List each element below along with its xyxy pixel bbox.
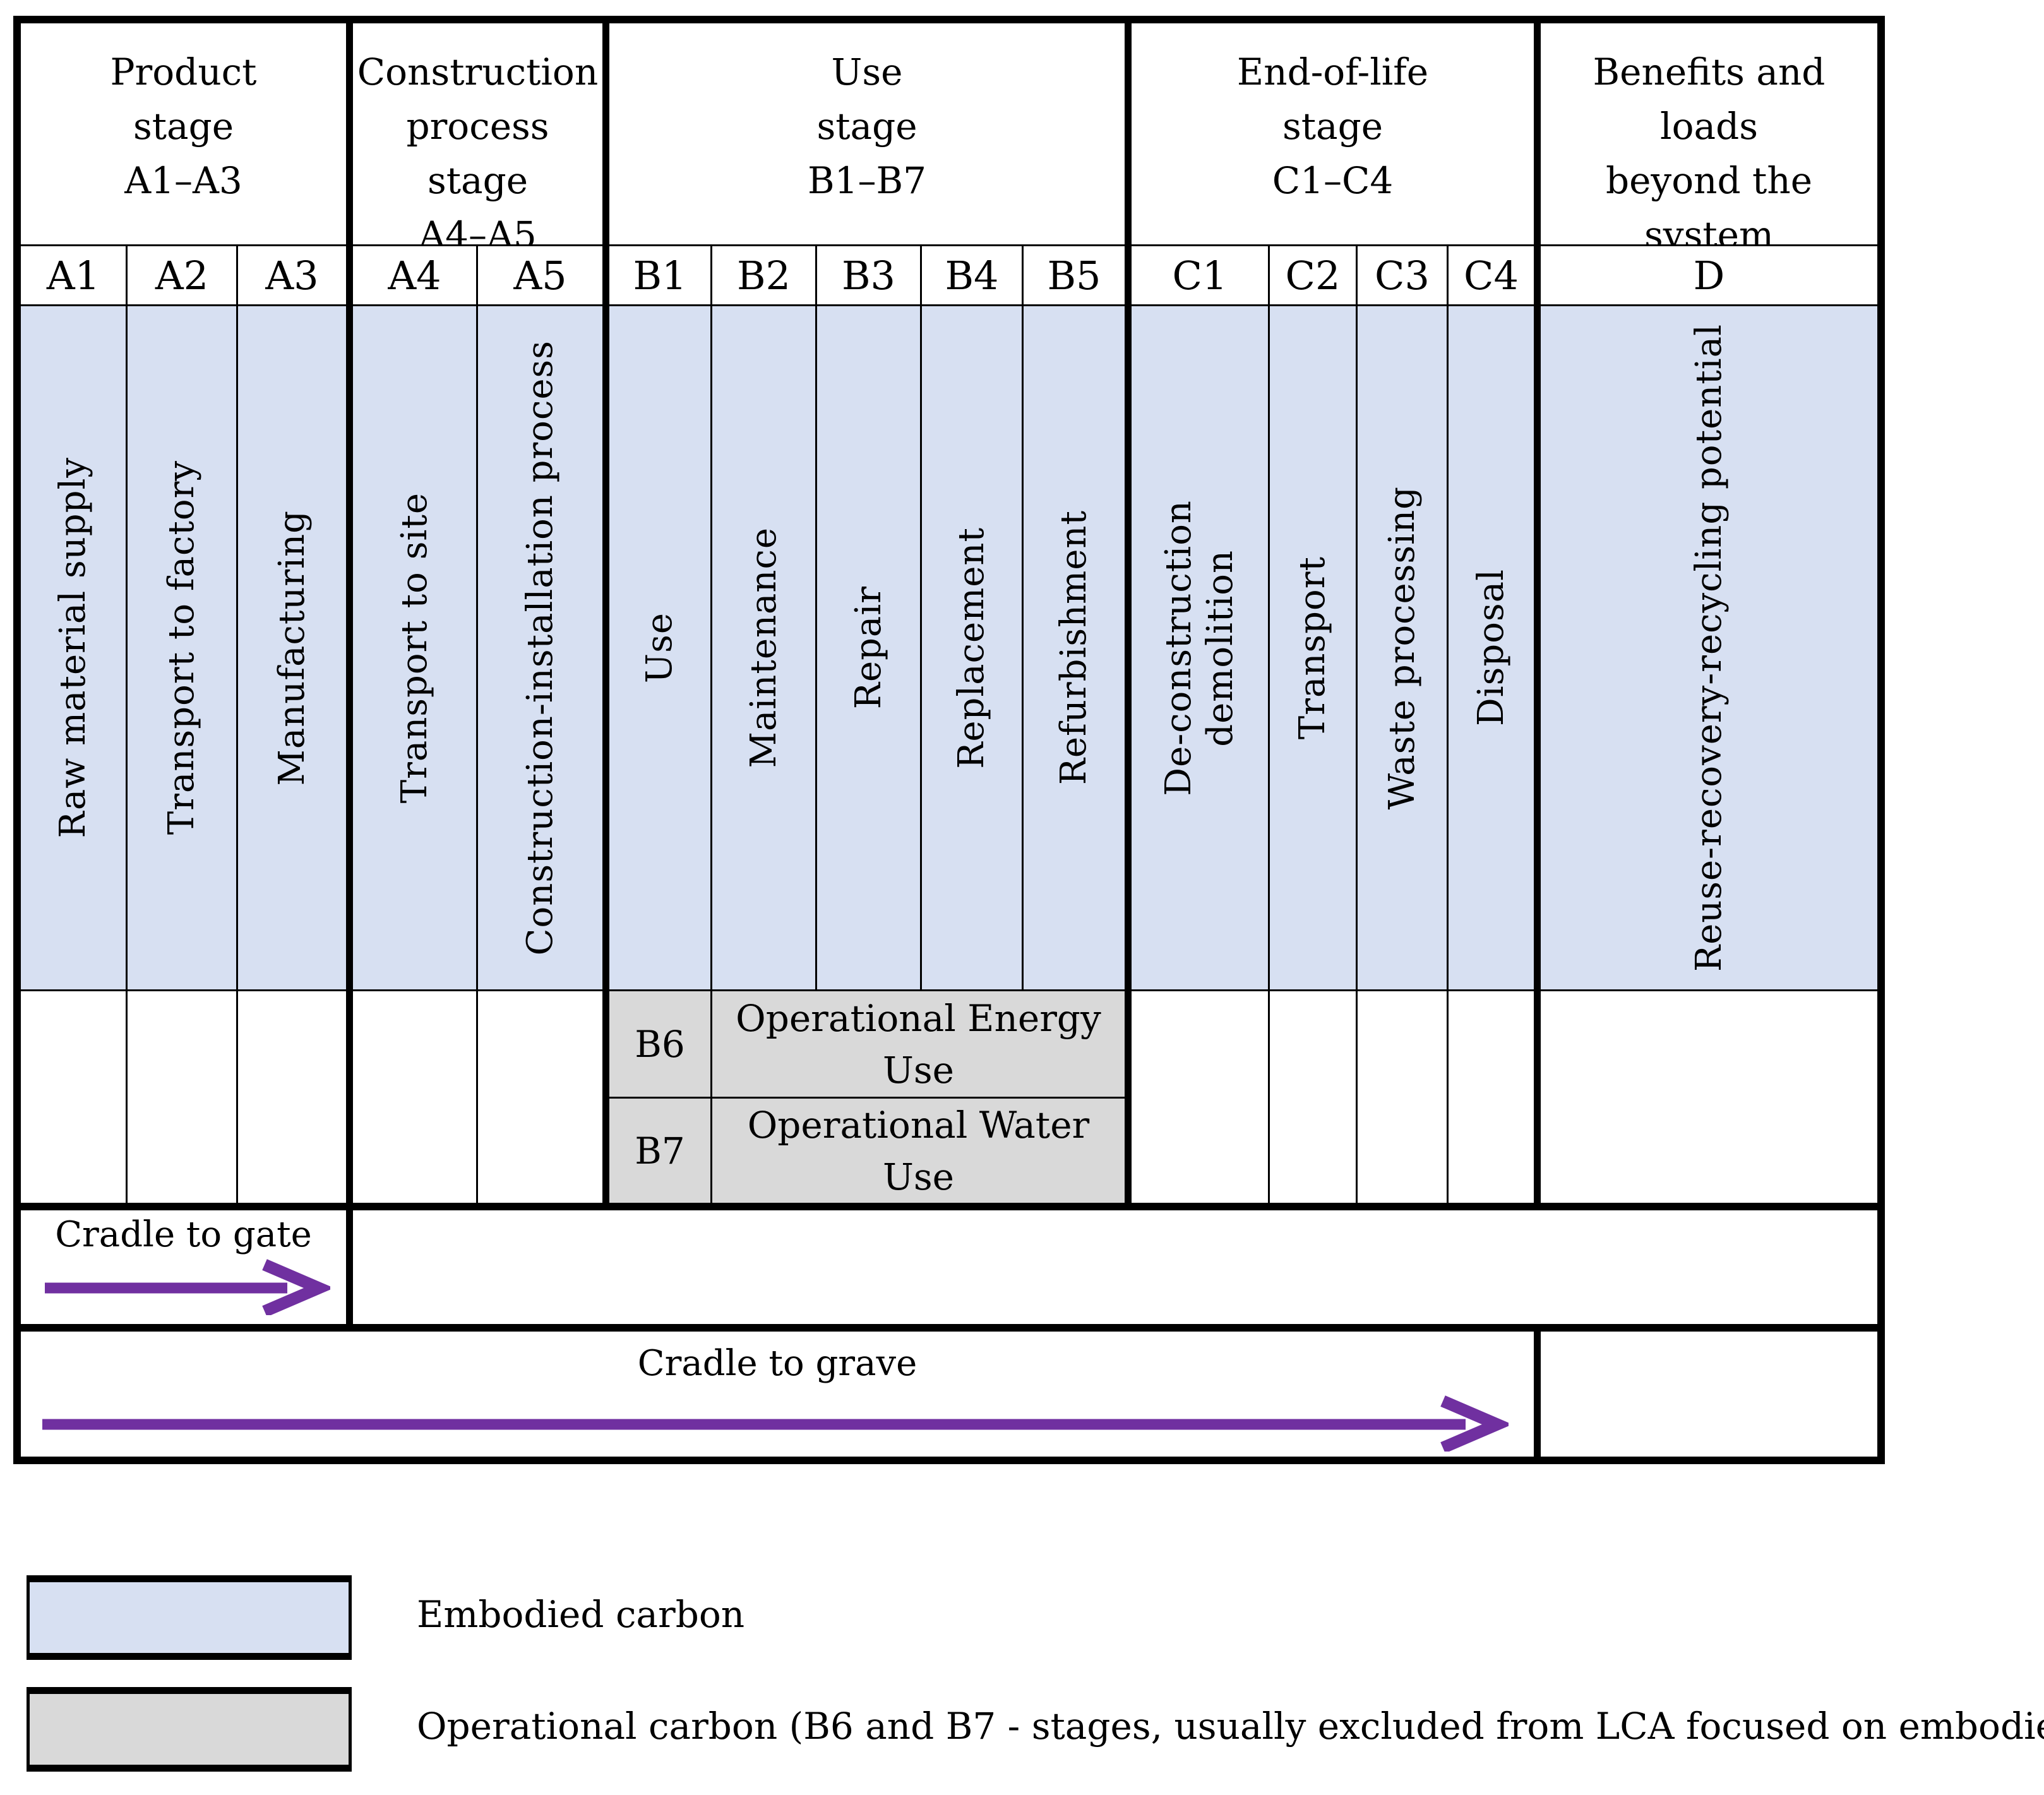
stage-code-d: D bbox=[1541, 246, 1877, 304]
stage-code-c3: C3 bbox=[1358, 246, 1447, 304]
stage-code-a1: A1 bbox=[21, 246, 126, 304]
empty-cell-a5 bbox=[478, 991, 602, 1203]
empty-cell-d bbox=[1541, 991, 1877, 1203]
legend-label-embodied: Embodied carbon bbox=[417, 1593, 745, 1636]
stage-label-a3: Manufacturing bbox=[271, 510, 313, 786]
stage-label-a4: Transport to site bbox=[393, 492, 435, 804]
cradle-to-grave-arrow-icon bbox=[42, 1395, 1509, 1452]
stage-cell-refurbishment: Refurbishment bbox=[1024, 306, 1125, 989]
stage-cell-use: Use bbox=[609, 306, 710, 989]
operational-row-b6-code: B6 bbox=[609, 991, 710, 1097]
stage-cell-transport-to-site: Transport to site bbox=[353, 306, 476, 989]
cradle-to-gate-span-cell bbox=[353, 1210, 1877, 1324]
lca-stages-table: Product stage A1–A3 Construction process… bbox=[13, 16, 1885, 1464]
stage-code-a2: A2 bbox=[128, 246, 236, 304]
stage-cell-maintenance: Maintenance bbox=[712, 306, 815, 989]
stage-label-b5: Refurbishment bbox=[1053, 510, 1094, 785]
empty-cell-c3 bbox=[1358, 991, 1447, 1203]
stage-label-c4: Disposal bbox=[1470, 569, 1512, 727]
stage-label-c1: De-construction demolition bbox=[1158, 499, 1241, 796]
operational-row-b7-code: B7 bbox=[609, 1099, 710, 1203]
empty-cell-c4 bbox=[1449, 991, 1534, 1203]
stage-code-b2: B2 bbox=[712, 246, 815, 304]
stage-label-b3: Repair bbox=[847, 586, 889, 710]
operational-row-b6-label: Operational Energy Use bbox=[712, 991, 1125, 1097]
cradle-to-gate-cell: Cradle to gate bbox=[21, 1210, 346, 1324]
stage-code-a3: A3 bbox=[238, 246, 346, 304]
stage-code-b3: B3 bbox=[817, 246, 920, 304]
stage-code-b4: B4 bbox=[922, 246, 1022, 304]
group-header-product-stage: Product stage A1–A3 bbox=[21, 23, 346, 244]
stage-code-c2: C2 bbox=[1270, 246, 1356, 304]
stage-cell-deconstruction-demolition: De-construction demolition bbox=[1132, 306, 1268, 989]
stage-cell-raw-material-supply: Raw material supply bbox=[21, 306, 126, 989]
stage-label-b4: Replacement bbox=[951, 527, 992, 769]
stage-label-c3: Waste processing bbox=[1381, 486, 1423, 810]
stage-cell-waste-processing: Waste processing bbox=[1358, 306, 1447, 989]
stage-label-a2: Transport to factory bbox=[161, 460, 202, 835]
stage-label-a1: Raw material supply bbox=[52, 457, 93, 838]
empty-cell-c1 bbox=[1132, 991, 1268, 1203]
stage-cell-repair: Repair bbox=[817, 306, 920, 989]
group-header-end-of-life-stage: End-of-life stage C1–C4 bbox=[1132, 23, 1534, 244]
stage-code-c4: C4 bbox=[1449, 246, 1534, 304]
empty-cell-a1 bbox=[21, 991, 126, 1203]
empty-cell-a3 bbox=[238, 991, 346, 1203]
stage-code-b1: B1 bbox=[609, 246, 710, 304]
stage-cell-transport: Transport bbox=[1270, 306, 1356, 989]
stage-cell-manufacturing: Manufacturing bbox=[238, 306, 346, 989]
cradle-to-grave-cell: Cradle to grave bbox=[21, 1332, 1534, 1457]
stage-cell-transport-to-factory: Transport to factory bbox=[128, 306, 236, 989]
stage-cell-construction-installation: Construction-installation process bbox=[478, 306, 602, 989]
empty-cell-c2 bbox=[1270, 991, 1356, 1203]
stage-code-a5: A5 bbox=[478, 246, 602, 304]
operational-carbon-swatch bbox=[27, 1687, 352, 1772]
group-header-construction-stage: Construction process stage A4–A5 bbox=[353, 23, 602, 256]
stage-code-a4: A4 bbox=[353, 246, 476, 304]
empty-cell-a4 bbox=[353, 991, 476, 1203]
stage-label-c2: Transport bbox=[1292, 556, 1333, 740]
stage-label-d: Reuse-recovery-recycling potential bbox=[1688, 323, 1730, 972]
stage-code-b5: B5 bbox=[1024, 246, 1125, 304]
cradle-to-grave-d-cell bbox=[1541, 1332, 1877, 1457]
stage-cell-disposal: Disposal bbox=[1449, 306, 1534, 989]
stage-cell-replacement: Replacement bbox=[922, 306, 1022, 989]
embodied-carbon-swatch bbox=[27, 1575, 352, 1660]
stage-code-c1: C1 bbox=[1132, 246, 1268, 304]
stage-label-a5: Construction-installation process bbox=[519, 340, 561, 956]
stage-label-b1: Use bbox=[639, 612, 680, 684]
cradle-to-grave-label: Cradle to grave bbox=[637, 1343, 917, 1384]
cradle-to-gate-label: Cradle to gate bbox=[55, 1214, 312, 1255]
cradle-to-gate-arrow-icon bbox=[45, 1259, 330, 1315]
empty-cell-a2 bbox=[128, 991, 236, 1203]
group-header-benefits-beyond-boundary: Benefits and loads beyond the system bou… bbox=[1541, 23, 1877, 365]
operational-row-b7-label: Operational Water Use bbox=[712, 1099, 1125, 1203]
stage-label-b2: Maintenance bbox=[743, 527, 784, 768]
group-header-use-stage: Use stage B1–B7 bbox=[609, 23, 1125, 244]
stage-cell-reuse-recovery-recycling: Reuse-recovery-recycling potential bbox=[1541, 306, 1877, 989]
legend-label-operational: Operational carbon (B6 and B7 - stages, … bbox=[417, 1705, 2044, 1748]
